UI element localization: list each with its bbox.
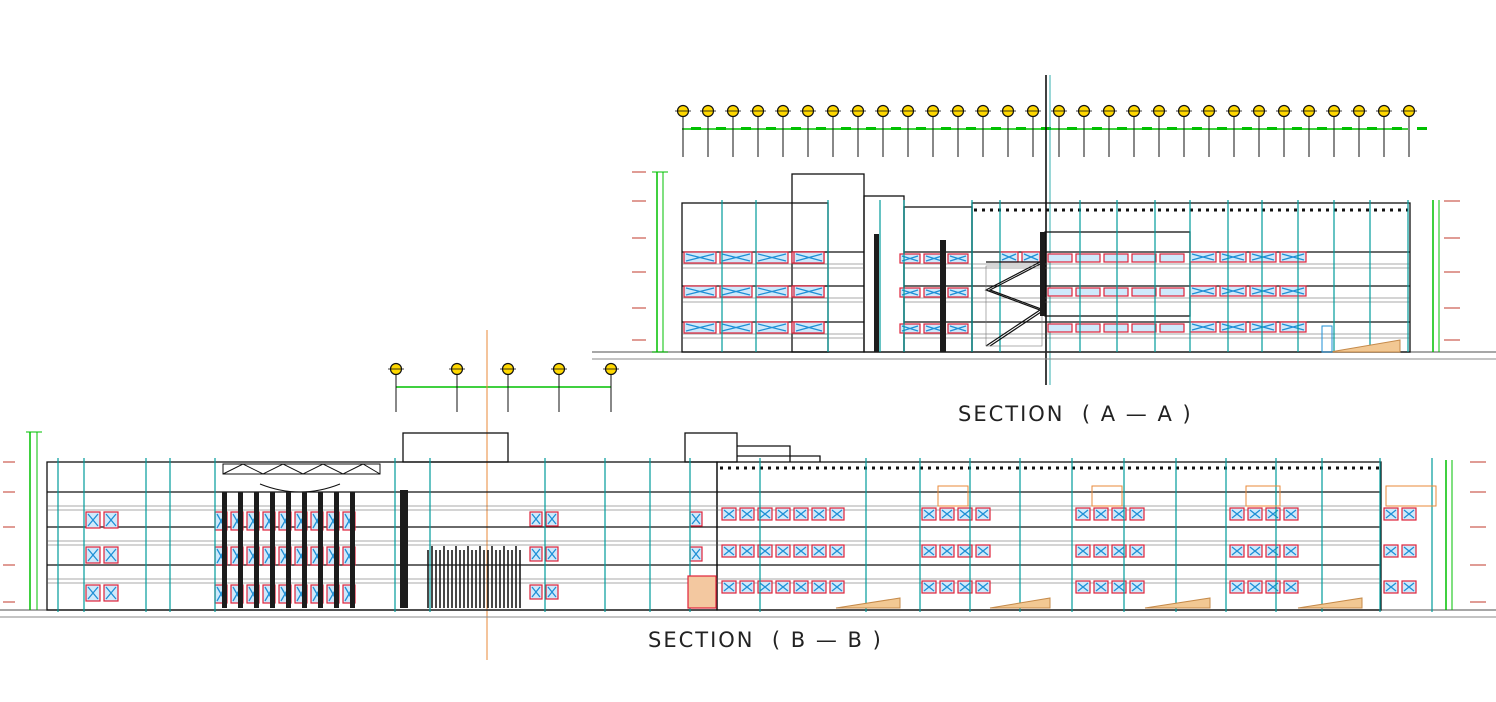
grid-bubble-icon	[1401, 104, 1417, 157]
entrance-door	[687, 575, 717, 609]
section-b-column-lines	[57, 458, 1433, 612]
wall	[318, 492, 323, 608]
ramp	[1144, 597, 1211, 609]
facade-panel	[1103, 287, 1129, 297]
wall	[254, 492, 259, 608]
wall	[238, 492, 243, 608]
wall	[302, 492, 307, 608]
grid-bubble-icon	[551, 362, 567, 412]
grid-bubble-icon	[1201, 104, 1217, 157]
section-b-b	[0, 330, 1496, 660]
grid-bubble-icon	[603, 362, 619, 412]
section-b-grid-bubbles	[388, 362, 619, 412]
facade-panel	[1047, 287, 1073, 297]
grid-bubble-icon	[800, 104, 816, 157]
facade-panel	[1159, 323, 1185, 333]
section-b-facade-panels	[85, 507, 1417, 604]
annotation-frame	[1385, 485, 1437, 507]
facade-panel	[1103, 253, 1129, 263]
grid-bubble-icon	[388, 362, 404, 412]
grid-bubble-icon	[1176, 104, 1192, 157]
section-b-ramps	[835, 597, 1363, 609]
section-b-building-outline	[46, 432, 1382, 611]
grid-bubble-icon	[1051, 104, 1067, 157]
facade-panel	[1103, 323, 1129, 333]
grid-bubble-icon	[675, 104, 691, 157]
grid-bubble-icon	[500, 362, 516, 412]
grid-bubble-icon	[1076, 104, 1092, 157]
grid-bubble-icon	[950, 104, 966, 157]
grid-bubble-icon	[1376, 104, 1392, 157]
grid-bubble-icon	[825, 104, 841, 157]
facade-panel	[1131, 323, 1157, 333]
grid-bubble-icon	[449, 362, 465, 412]
section-a-column-lines	[721, 200, 1409, 352]
ramp	[989, 597, 1051, 609]
grid-bubble-icon	[1301, 104, 1317, 157]
grid-bubble-icon	[925, 104, 941, 157]
annotation-frame	[1091, 485, 1123, 507]
section-a-grid-bubbles	[675, 104, 1417, 157]
ramp	[1297, 597, 1363, 609]
grid-bubble-icon	[1025, 104, 1041, 157]
facade-panel	[1075, 323, 1101, 333]
grid-bubble-icon	[1351, 104, 1367, 157]
grid-bubble-icon	[700, 104, 716, 157]
section-a-facade-panels	[683, 251, 1307, 334]
wall	[334, 492, 339, 608]
section-b-annotation-frames	[937, 485, 1437, 507]
facade-panel	[1075, 287, 1101, 297]
annotation-frame	[937, 485, 969, 507]
facade-panel	[1075, 253, 1101, 263]
facade-panel	[1159, 287, 1185, 297]
grid-bubble-icon	[750, 104, 766, 157]
section-b-right-level-markers	[1445, 460, 1486, 610]
section-b-atrium-truss	[222, 463, 381, 493]
grid-bubble-icon	[725, 104, 741, 157]
section-b-atrium-walls	[222, 490, 408, 608]
section-a-a	[592, 75, 1496, 385]
section-b-louvre-block	[427, 546, 717, 609]
wall	[286, 492, 291, 608]
facade-panel	[1131, 253, 1157, 263]
ramp	[835, 597, 901, 609]
grid-bubble-icon	[975, 104, 991, 157]
section-a-core-wall	[874, 234, 879, 352]
facade-panel	[1047, 323, 1073, 333]
section-a-staircase	[984, 261, 1046, 347]
grid-bubble-icon	[1326, 104, 1342, 157]
grid-bubble-icon	[875, 104, 891, 157]
section-a-dimension-chain	[682, 127, 1427, 130]
facade-panel	[1131, 287, 1157, 297]
grid-bubble-icon	[850, 104, 866, 157]
section-a-title: SECTION ( A — A )	[958, 402, 1193, 426]
facade-panel	[1159, 253, 1185, 263]
grid-bubble-icon	[775, 104, 791, 157]
grid-bubble-icon	[1126, 104, 1142, 157]
grid-bubble-icon	[1226, 104, 1242, 157]
annotation-frame	[1245, 485, 1281, 507]
wall	[350, 492, 355, 608]
grid-bubble-icon	[900, 104, 916, 157]
section-a-ramp	[1321, 325, 1401, 353]
grid-bubble-icon	[1251, 104, 1267, 157]
section-b-dimension-chain	[395, 369, 612, 412]
grid-bubble-icon	[1151, 104, 1167, 157]
grid-bubble-icon	[1276, 104, 1292, 157]
section-b-floor-slabs	[47, 491, 1381, 584]
wall	[400, 490, 408, 608]
section-b-left-level-markers	[3, 431, 42, 610]
wall	[222, 492, 227, 608]
section-a-right-level-markers	[1432, 200, 1460, 352]
facade-panel	[1047, 253, 1073, 263]
grid-bubble-icon	[1101, 104, 1117, 157]
section-a-left-level-markers	[632, 171, 668, 353]
grid-bubble-icon	[1000, 104, 1016, 157]
section-b-title: SECTION ( B — B )	[648, 628, 883, 652]
wall	[270, 492, 275, 608]
